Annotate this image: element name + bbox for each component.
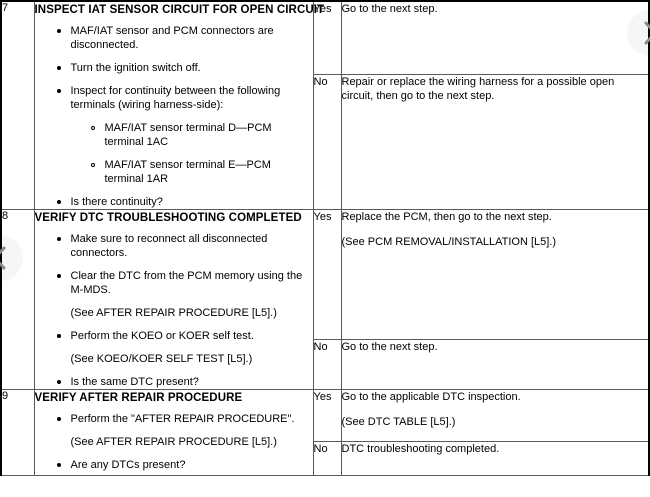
- inspection-list: Make sure to reconnect all disconnected …: [35, 232, 313, 389]
- reference-note: (See AFTER REPAIR PROCEDURE [L5].): [70, 307, 277, 319]
- action-text: Go to the next step.: [341, 341, 438, 354]
- chevron-right-icon: [644, 21, 650, 45]
- list-item: Make sure to reconnect all disconnected …: [56, 232, 313, 260]
- inspection-list: Perform the "AFTER REPAIR PROCEDURE". (S…: [35, 412, 313, 472]
- troubleshooting-table: 7 INSPECT IAT SENSOR CIRCUIT FOR OPEN CI…: [0, 0, 650, 476]
- list-item: Is the same DTC present?: [56, 375, 313, 389]
- table-row: No Go to the next step.: [1, 339, 650, 390]
- result-label-yes: Yes: [312, 208, 342, 341]
- step-description-cell: VERIFY DTC TROUBLESHOOTING COMPLETED Mak…: [33, 209, 314, 390]
- action-text: Go to the applicable DTC inspection.: [341, 391, 521, 403]
- action-reference: (See PCM REMOVAL/INSTALLATION [L5].): [341, 236, 557, 248]
- table-row: No Repair or replace the wiring harness …: [1, 74, 650, 210]
- table-row: 7 INSPECT IAT SENSOR CIRCUIT FOR OPEN CI…: [0, 0, 650, 210]
- reference-note: (See AFTER REPAIR PROCEDURE [L5].): [70, 436, 277, 448]
- step-description-cell: INSPECT IAT SENSOR CIRCUIT FOR OPEN CIRC…: [33, 0, 325, 210]
- list-item: Clear the DTC from the PCM memory using …: [56, 269, 313, 297]
- action-cell: DTC troubleshooting completed.: [340, 441, 650, 476]
- action-cell: Go to the next step.: [340, 0, 650, 76]
- action-cell: Repair or replace the wiring harness for…: [340, 74, 650, 210]
- action-reference: (See DTC TABLE [L5].): [341, 416, 456, 428]
- step-title: VERIFY AFTER REPAIR PROCEDURE: [34, 392, 243, 404]
- action-cell: Go to the applicable DTC inspection. (Se…: [340, 389, 650, 442]
- step-number-cell: 9: [0, 389, 35, 476]
- result-label-yes: Yes: [312, 389, 342, 442]
- list-item: Turn the ignition switch off.: [56, 61, 313, 75]
- list-item: Inspect for continuity between the follo…: [56, 84, 313, 186]
- result-label-yes: Yes: [312, 0, 342, 76]
- result-label-no: No: [312, 339, 342, 390]
- chevron-left-icon: [0, 246, 6, 270]
- action-cell: Replace the PCM, then go to the next ste…: [340, 208, 650, 341]
- action-text: Go to the next step.: [341, 3, 438, 15]
- list-item: Are any DTCs present?: [56, 458, 313, 472]
- result-label-no: No: [312, 441, 342, 476]
- action-text: DTC troubleshooting completed.: [341, 443, 500, 455]
- action-cell: Go to the next step.: [340, 339, 650, 390]
- list-item-text: Inspect for continuity between the follo…: [70, 85, 281, 111]
- table-row: 9 VERIFY AFTER REPAIR PROCEDURE Perform …: [0, 389, 650, 476]
- action-text: Replace the PCM, then go to the next ste…: [341, 211, 552, 223]
- step-number-cell: 7: [0, 0, 35, 210]
- list-item: MAF/IAT sensor and PCM connectors are di…: [56, 24, 313, 52]
- step-title: INSPECT IAT SENSOR CIRCUIT FOR OPEN CIRC…: [34, 4, 325, 16]
- step-title: VERIFY DTC TROUBLESHOOTING COMPLETED: [34, 212, 302, 224]
- step-description-cell: VERIFY AFTER REPAIR PROCEDURE Perform th…: [33, 389, 314, 476]
- terminal-sublist: MAF/IAT sensor terminal D—PCM terminal 1…: [71, 121, 313, 186]
- table-row: No DTC troubleshooting completed.: [1, 441, 650, 476]
- result-label-no: No: [312, 74, 342, 210]
- list-item: MAF/IAT sensor terminal E—PCM terminal 1…: [90, 158, 313, 186]
- next-page-button[interactable]: [627, 10, 650, 56]
- list-item: Is there continuity?: [56, 195, 313, 209]
- reference-note: (See KOEO/KOER SELF TEST [L5].): [70, 353, 253, 365]
- table-row: 8 VERIFY DTC TROUBLESHOOTING COMPLETED M…: [0, 208, 650, 390]
- list-item: MAF/IAT sensor terminal D—PCM terminal 1…: [90, 121, 313, 149]
- list-item: Perform the KOEO or KOER self test.: [56, 329, 313, 343]
- action-text: Repair or replace the wiring harness for…: [341, 76, 615, 103]
- list-item: Perform the "AFTER REPAIR PROCEDURE".: [56, 412, 313, 426]
- prev-page-button[interactable]: [0, 235, 23, 281]
- inspection-list: MAF/IAT sensor and PCM connectors are di…: [35, 24, 313, 209]
